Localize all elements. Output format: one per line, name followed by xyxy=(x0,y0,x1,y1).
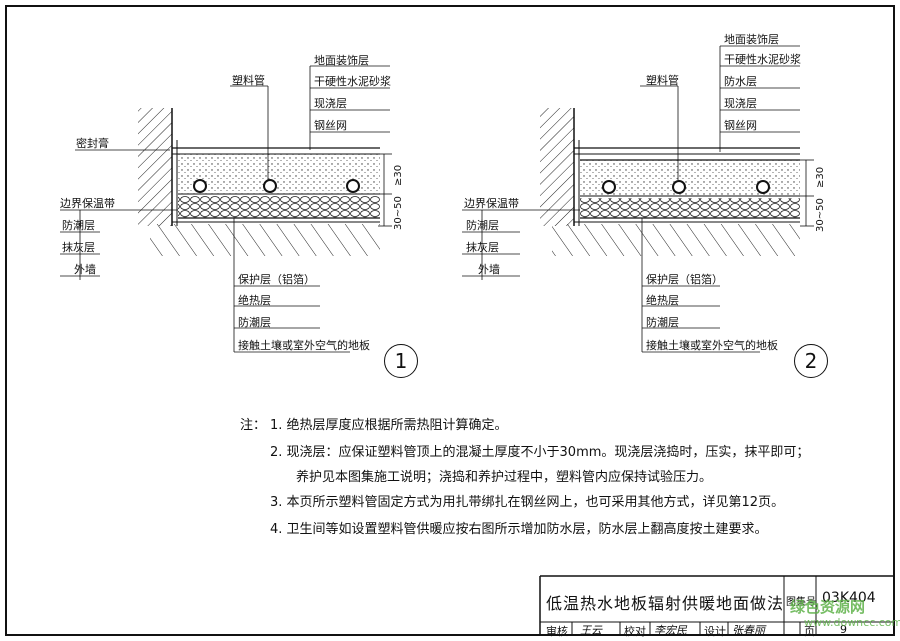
d1-label-edge-strip: 边界保温带 xyxy=(60,197,115,210)
d1-label-wire-mesh: 钢丝网 xyxy=(314,119,347,132)
notes-prefix: 注： xyxy=(240,418,267,433)
title-block-frame xyxy=(539,575,894,635)
d2-label-wire-mesh: 钢丝网 xyxy=(724,119,757,132)
detail-2-drawing xyxy=(462,45,814,353)
d2-label-outer-wall: 外墙 xyxy=(478,263,500,276)
d1-label-plaster: 抹灰层 xyxy=(62,241,95,254)
d2-label-moisture-left: 防潮层 xyxy=(466,219,499,232)
detail-1-number: 1 xyxy=(384,344,418,378)
d1-label-plastic-pipe: 塑料管 xyxy=(232,74,265,87)
d1-label-floor-finish: 地面装饰层 xyxy=(314,54,369,67)
watermark-url: www.downcc.com xyxy=(804,616,900,629)
d1-label-cast-layer: 现浇层 xyxy=(314,97,347,110)
d2-label-insulation: 绝热层 xyxy=(646,294,679,307)
design-signature: 张春丽 xyxy=(732,624,765,637)
d1-label-dry-mortar: 干硬性水泥砂浆 xyxy=(314,75,391,88)
check-signature: 李宏民 xyxy=(654,624,687,637)
page-label: 页 xyxy=(804,625,815,638)
d1-label-moisture-left: 防潮层 xyxy=(62,219,95,232)
d1-label-protect-foil: 保护层（铝箔） xyxy=(238,273,315,286)
d2-dim-lower: 30~50 xyxy=(815,198,826,232)
d2-label-moisture-bottom: 防潮层 xyxy=(646,316,679,329)
d2-label-cast-layer: 现浇层 xyxy=(724,97,757,110)
check-label: 校对 xyxy=(624,625,646,638)
review-label: 审核 xyxy=(546,625,568,638)
d2-label-slab: 接触土壤或室外空气的地板 xyxy=(646,339,778,352)
d1-label-moisture-bottom: 防潮层 xyxy=(238,316,271,329)
d1-dim-lower: 30~50 xyxy=(393,196,404,230)
detail-2-number: 2 xyxy=(794,344,828,378)
d2-label-dry-mortar: 干硬性水泥砂浆 xyxy=(724,53,801,66)
d1-label-slab: 接触土壤或室外空气的地板 xyxy=(238,339,370,352)
design-label: 设计 xyxy=(704,625,726,638)
note-3: 3. 本页所示塑料管固定方式为用扎带绑扎在钢丝网上，也可采用其他方式，详见第12… xyxy=(270,495,785,510)
d2-label-plaster: 抹灰层 xyxy=(466,241,499,254)
d1-label-sealant: 密封膏 xyxy=(76,137,109,150)
atlas-number: 03K404 xyxy=(822,590,876,606)
atlas-label: 图集号 xyxy=(786,597,816,608)
drawing-title: 低温热水地板辐射供暖地面做法 xyxy=(546,594,785,613)
d2-dim-upper: ≥30 xyxy=(815,166,826,188)
note-2-continued: 养护见本图集施工说明；浇捣和养护过程中，塑料管内应保持试验压力。 xyxy=(296,470,713,485)
d2-label-floor-finish: 地面装饰层 xyxy=(724,33,779,46)
d2-label-waterproof: 防水层 xyxy=(724,75,757,88)
note-4: 4. 卫生间等如设置塑料管供暖应按右图所示增加防水层，防水层上翻高度按土建要求。 xyxy=(270,522,768,537)
review-signature: 王云 xyxy=(580,624,602,637)
detail-1-drawing xyxy=(60,65,392,353)
note-1: 1. 绝热层厚度应根据所需热阻计算确定。 xyxy=(270,418,508,433)
d1-dim-upper: ≥30 xyxy=(393,164,404,186)
d1-label-outer-wall: 外墙 xyxy=(74,263,96,276)
d1-label-insulation: 绝热层 xyxy=(238,294,271,307)
page-number: 9 xyxy=(840,623,847,636)
d2-label-edge-strip: 边界保温带 xyxy=(464,197,519,210)
watermark-logo: 绿色资源网 xyxy=(790,598,866,616)
note-2: 2. 现浇层：应保证塑料管顶上的混凝土厚度不小于30mm。现浇层浇捣时，压实，抹… xyxy=(270,445,810,460)
d2-label-protect-foil: 保护层（铝箔） xyxy=(646,273,723,286)
d2-label-plastic-pipe: 塑料管 xyxy=(646,74,679,87)
